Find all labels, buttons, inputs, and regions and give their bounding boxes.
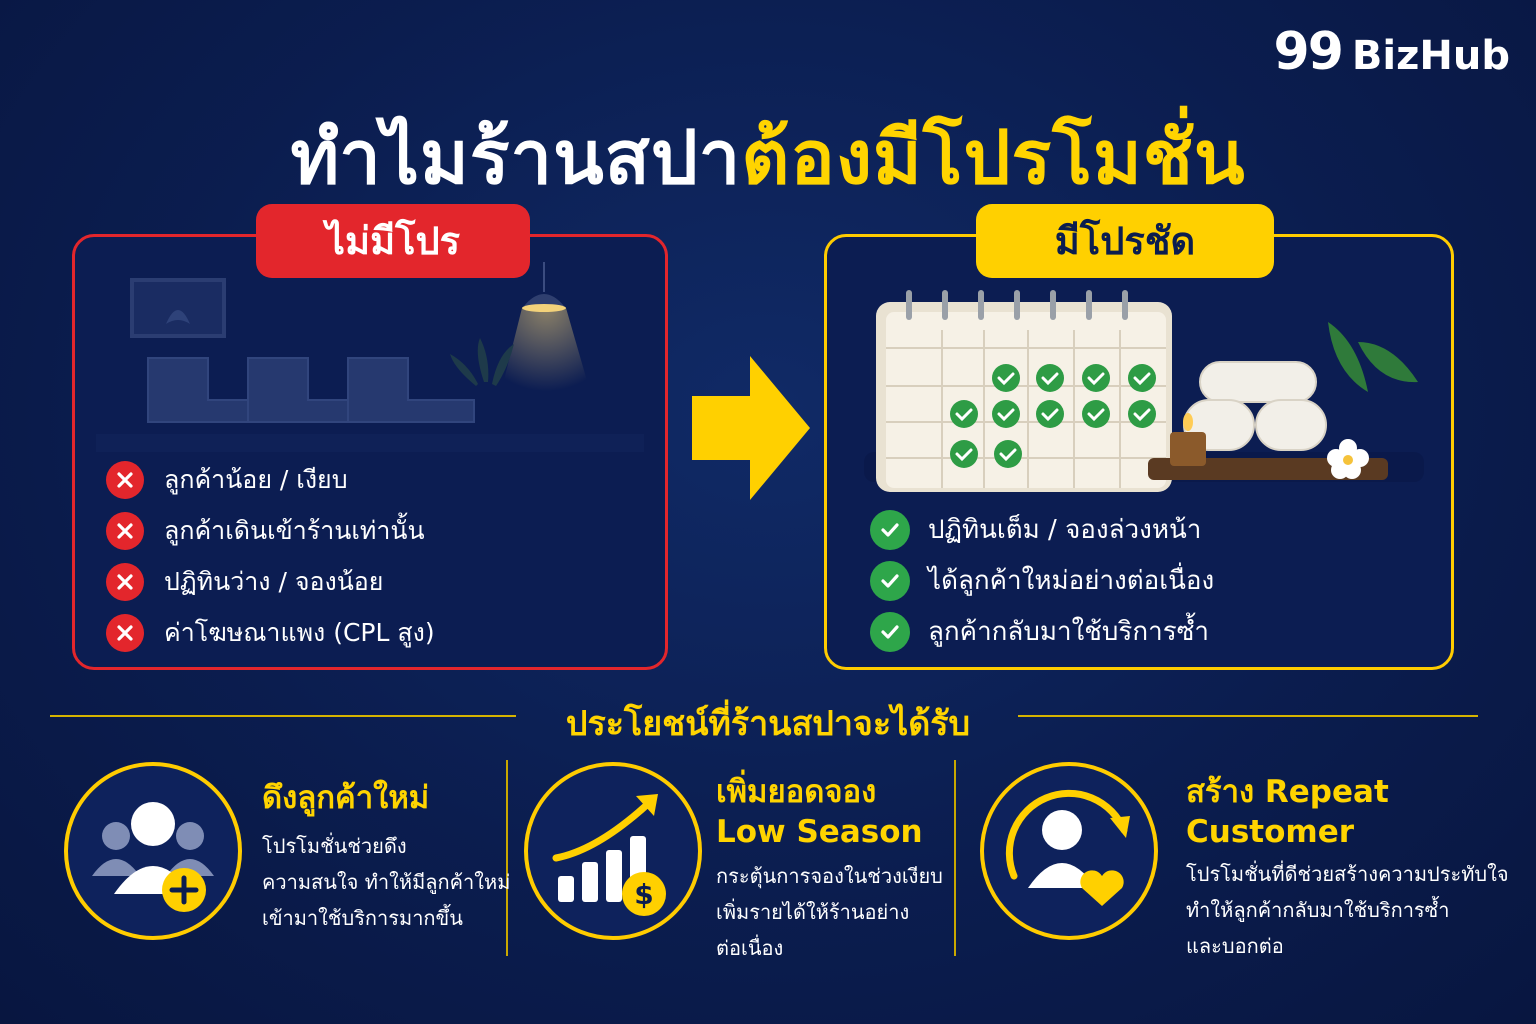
benefit-title: สร้าง Repeat Customer xyxy=(1186,772,1389,852)
arrow-right-icon xyxy=(692,356,810,500)
promo-item-text: ลูกค้ากลับมาใช้บริการซ้ำ xyxy=(928,617,1209,647)
page-title: ทำไมร้านสปาต้องมีโปรโมชั่น xyxy=(0,98,1536,216)
check-icon xyxy=(870,611,910,652)
empty-spa-illustration xyxy=(96,262,644,452)
brand-name: BizHub xyxy=(1351,33,1510,79)
growth-chart-dollar-icon: $ xyxy=(552,794,666,916)
promo-item: ปฏิทินเต็ม / จองล่วงหน้า xyxy=(870,504,1214,555)
benefit-desc-line: และบอกต่อ xyxy=(1186,934,1284,958)
benefit-title-line: Low Season xyxy=(716,814,923,850)
benefit-desc-line: โปรโมชั่นช่วยดึง xyxy=(262,834,407,858)
promo-item-text: ได้ลูกค้าใหม่อย่างต่อเนื่อง xyxy=(928,566,1215,596)
promo-list: ปฏิทินเต็ม / จองล่วงหน้า ได้ลูกค้าใหม่อย… xyxy=(870,504,1214,657)
add-user-icon xyxy=(92,802,214,912)
no-promo-item-text: ลูกค้าเดินเข้าร้านเท่านั้น xyxy=(164,515,425,545)
repeat-customer-heart-icon xyxy=(1005,789,1130,906)
title-yellow-part: ต้องมีโปรโมชั่น xyxy=(741,115,1246,201)
benefit-desc-line: ความสนใจ ทำให้มีลูกค้าใหม่ xyxy=(262,870,511,894)
benefit-desc-line: เพิ่มรายได้ให้ร้านอย่าง xyxy=(716,900,910,924)
check-icon xyxy=(870,560,910,601)
brand-number: 99 xyxy=(1273,22,1344,82)
benefit-desc-line: โปรโมชั่นที่ดีช่วยสร้างความประทับใจ xyxy=(1186,862,1509,886)
no-promo-item: ลูกค้าเดินเข้าร้านเท่านั้น xyxy=(106,505,435,556)
benefit-description: โปรโมชั่นช่วยดึง ความสนใจ ทำให้มีลูกค้าใ… xyxy=(262,828,510,936)
no-promo-list: ลูกค้าน้อย / เงียบ ลูกค้าเดินเข้าร้านเท่… xyxy=(106,454,435,658)
benefit-desc-line: เข้ามาใช้บริการมากขึ้น xyxy=(262,906,463,930)
benefit-title: ดึงลูกค้าใหม่ xyxy=(262,780,430,816)
benefit-title: เพิ่มยอดจอง Low Season xyxy=(716,772,923,852)
benefit-icon-circle: $ xyxy=(524,762,702,940)
promo-label: มีโปรชัด xyxy=(976,204,1274,278)
x-icon xyxy=(106,511,144,550)
x-icon xyxy=(106,562,144,601)
benefits-heading: ประโยชน์ที่ร้านสปาจะได้รับ xyxy=(565,704,971,744)
benefit-description: กระตุ้นการจองในช่วงเงียบ เพิ่มรายได้ให้ร… xyxy=(716,858,943,966)
benefit-icon-circle xyxy=(64,762,242,940)
promo-item: ลูกค้ากลับมาใช้บริการซ้ำ xyxy=(870,606,1214,657)
title-white-part: ทำไมร้านสปา xyxy=(290,115,742,201)
x-icon xyxy=(106,460,144,499)
brand-logo: 99 BizHub xyxy=(1274,22,1510,82)
no-promo-item: ค่าโฆษณาแพง (CPL สูง) xyxy=(106,607,435,658)
benefit-desc-line: ทำให้ลูกค้ากลับมาใช้บริการซ้ำ xyxy=(1186,898,1450,922)
benefit-title-line: Customer xyxy=(1186,814,1355,850)
benefit-description: โปรโมชั่นที่ดีช่วยสร้างความประทับใจ ทำให… xyxy=(1186,856,1509,964)
column-divider xyxy=(954,760,956,956)
section-divider-left xyxy=(50,715,516,717)
svg-text:$: $ xyxy=(634,878,653,911)
benefit-icon-circle xyxy=(980,762,1158,940)
benefit-title-line: สร้าง Repeat xyxy=(1186,774,1389,810)
benefit-title-line: เพิ่มยอดจอง xyxy=(716,774,877,810)
no-promo-item: ปฏิทินว่าง / จองน้อย xyxy=(106,556,435,607)
section-divider-right xyxy=(1018,715,1478,717)
no-promo-item-text: ปฏิทินว่าง / จองน้อย xyxy=(164,566,384,596)
check-icon xyxy=(870,509,910,550)
x-icon xyxy=(106,613,144,652)
no-promo-item-text: ค่าโฆษณาแพง (CPL สูง) xyxy=(164,617,435,647)
booked-calendar-illustration xyxy=(864,290,1424,492)
column-divider xyxy=(506,760,508,956)
no-promo-item-text: ลูกค้าน้อย / เงียบ xyxy=(164,464,348,494)
benefit-desc-line: ต่อเนื่อง xyxy=(716,936,784,960)
no-promo-label: ไม่มีโปร xyxy=(256,204,530,278)
no-promo-item: ลูกค้าน้อย / เงียบ xyxy=(106,454,435,505)
promo-item-text: ปฏิทินเต็ม / จองล่วงหน้า xyxy=(928,515,1202,545)
promo-item: ได้ลูกค้าใหม่อย่างต่อเนื่อง xyxy=(870,555,1214,606)
benefit-desc-line: กระตุ้นการจองในช่วงเงียบ xyxy=(716,864,943,888)
